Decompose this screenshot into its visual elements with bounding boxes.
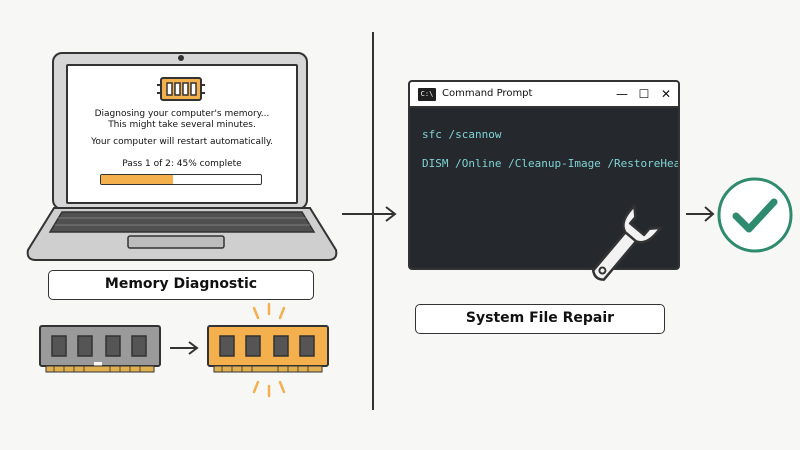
command-dism: DISM /Online /Cleanup-Image /RestoreHeal…	[422, 157, 680, 170]
arrow-right-icon	[686, 206, 715, 222]
terminal-icon: C:\	[418, 88, 436, 101]
system-file-repair-caption: System File Repair	[415, 304, 665, 334]
laptop-base	[26, 207, 338, 261]
command-sfc: sfc /scannow	[422, 128, 502, 141]
progress-bar-fill	[101, 175, 173, 184]
memory-diagnostic-caption: Memory Diagnostic	[48, 270, 314, 300]
progress-bar	[100, 174, 262, 185]
window-title: Command Prompt	[442, 88, 533, 99]
section-divider	[372, 32, 374, 410]
ram-module-highlighted-icon	[207, 302, 329, 398]
minimize-button[interactable]: —	[616, 87, 628, 101]
command-prompt-titlebar: C:\ Command Prompt — ☐ ✕	[410, 82, 678, 108]
arrow-right-icon	[170, 341, 199, 355]
wrench-icon	[591, 204, 662, 281]
close-button[interactable]: ✕	[660, 87, 672, 101]
laptop-camera	[178, 55, 184, 61]
diagnostic-line-2: This might take several minutes.	[108, 120, 256, 130]
memory-chip-icon	[157, 77, 205, 101]
diagnostic-line-1: Diagnosing your computer's memory...	[94, 109, 270, 119]
diagnostic-line-3: Your computer will restart automatically…	[91, 137, 273, 147]
check-circle-icon	[717, 177, 793, 253]
ram-module-icon	[39, 325, 161, 373]
progress-label: Pass 1 of 2: 45% complete	[122, 159, 242, 169]
maximize-button[interactable]: ☐	[638, 87, 650, 101]
arrow-right-icon	[342, 206, 397, 222]
